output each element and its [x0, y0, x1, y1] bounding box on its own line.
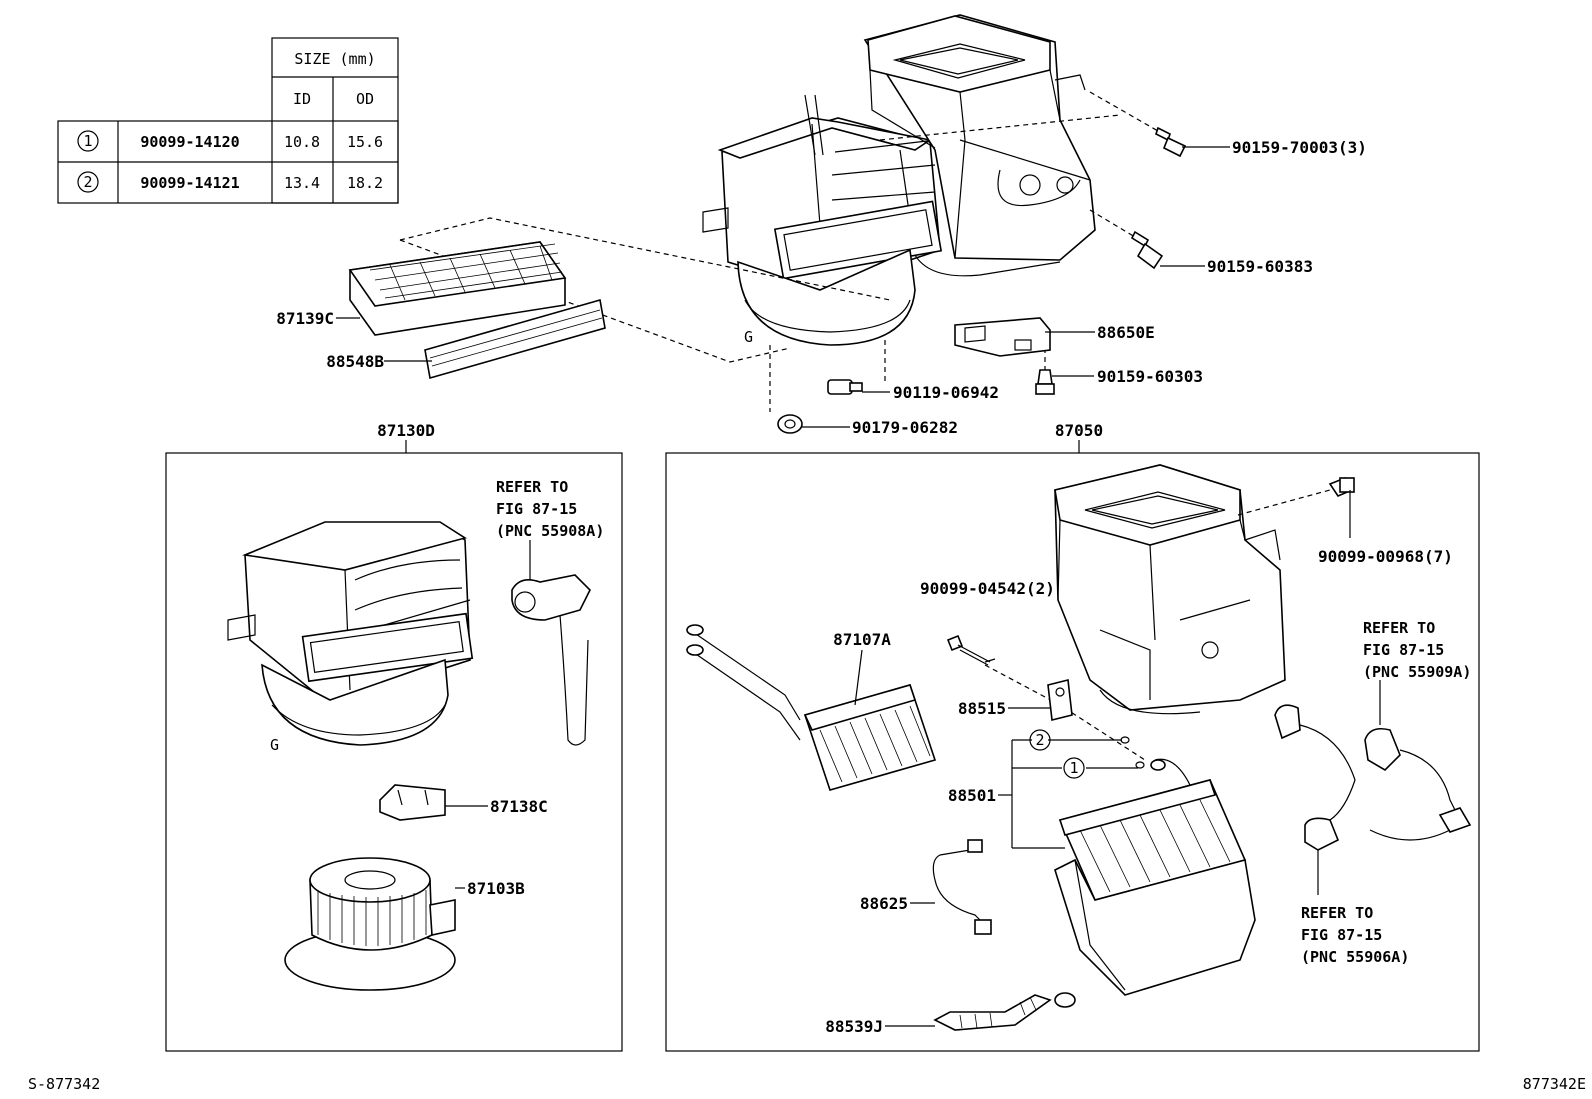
- refer-note-line1: REFER TO: [496, 478, 568, 496]
- refer-note-line1: REFER TO: [1363, 619, 1435, 637]
- screw-icon: [1035, 369, 1055, 395]
- refer-note-line3: (PNC 55908A): [496, 522, 604, 540]
- label-90179-06282: 90179-06282: [852, 418, 958, 437]
- label-90159-60383: 90159-60383: [1207, 257, 1313, 276]
- heater-case-box: [665, 452, 1480, 1052]
- heater-unit-assembly-drawing: G: [702, 14, 1096, 346]
- refer-note-55906a: REFER TO FIG 87-15 (PNC 55906A): [1301, 904, 1409, 966]
- footer-left-code: S-877342: [28, 1075, 100, 1093]
- screw-icon: [946, 634, 991, 666]
- bolt-icon: [1130, 230, 1164, 270]
- refer-note-line2: FIG 87-15: [496, 500, 577, 518]
- size-table-row2-od: 18.2: [347, 174, 383, 192]
- label-90159-60303: 90159-60303: [1097, 367, 1203, 386]
- refer-note-line1: REFER TO: [1301, 904, 1373, 922]
- label-90159-70003: 90159-70003(3): [1232, 138, 1367, 157]
- filter-frame-88548b-drawing: [424, 298, 606, 380]
- mark-2: 2: [1035, 731, 1044, 749]
- circle-mark-icon: [1029, 729, 1051, 751]
- g-mark-text: G: [270, 736, 279, 754]
- label-87050: 87050: [1055, 421, 1103, 440]
- label-90099-04542: 90099-04542(2): [920, 579, 1055, 598]
- blower-unit-drawing: G: [227, 521, 474, 754]
- label-90119-06942: 90119-06942: [893, 383, 999, 402]
- circle-mark-icon: [77, 171, 99, 193]
- refer-note-55909a: REFER TO FIG 87-15 (PNC 55909A): [1363, 619, 1471, 681]
- label-88539j: 88539J: [825, 1017, 883, 1036]
- servo-motor-55906a-drawing: [1274, 704, 1356, 895]
- label-87107a: 87107A: [833, 630, 891, 649]
- label-88548b: 88548B: [326, 352, 384, 371]
- sensor-88625-drawing: [932, 839, 992, 935]
- label-87103b: 87103B: [467, 879, 525, 898]
- screw-icon-group-right: [946, 477, 1355, 666]
- size-table-col-id: ID: [293, 90, 311, 108]
- refer-note-line3: (PNC 55906A): [1301, 948, 1409, 966]
- blower-motor-87103b-drawing: [284, 857, 456, 991]
- g-mark-text: G: [744, 328, 753, 346]
- evaporator-88501-drawing: [1058, 736, 1247, 901]
- refer-note-line3: (PNC 55909A): [1363, 663, 1471, 681]
- grommet-icon: [777, 414, 803, 434]
- module-88650e-drawing: [954, 317, 1051, 357]
- expansion-valve-88515-drawing: [1047, 679, 1073, 721]
- filter-87139c-drawing: [348, 241, 567, 336]
- label-88625: 88625: [860, 894, 908, 913]
- blower-assembly-box: [165, 452, 623, 1052]
- heater-core-87107a-drawing: [686, 624, 937, 791]
- screw-icon: [1328, 477, 1355, 497]
- bolt-icon: [827, 379, 863, 395]
- resistor-87138c-drawing: [379, 784, 446, 821]
- size-table-row2-part: 90099-14121: [140, 174, 239, 192]
- mark-1: 1: [1069, 759, 1078, 777]
- refer-note-line2: FIG 87-15: [1301, 926, 1382, 944]
- servo-motor-55909a-drawing: [1364, 680, 1472, 841]
- label-90099-00968: 90099-00968(7): [1318, 547, 1453, 566]
- label-88501: 88501: [948, 786, 996, 805]
- label-88515: 88515: [958, 699, 1006, 718]
- size-table-row1-part: 90099-14120: [140, 133, 239, 151]
- lower-case-drawing: [1054, 858, 1256, 996]
- refer-note-55908a: REFER TO FIG 87-15 (PNC 55908A): [496, 478, 604, 540]
- size-table-row2-id: 13.4: [284, 174, 320, 192]
- size-table-header: SIZE (mm): [294, 50, 375, 68]
- label-leader-lines: [336, 146, 1351, 1027]
- bolt-icon: [1155, 126, 1187, 158]
- size-table-row1-id: 10.8: [284, 133, 320, 151]
- drain-hose-88539j-drawing: [933, 992, 1076, 1031]
- size-table: SIZE (mm) ID OD 1 90099-14120 10.8 15.6 …: [57, 37, 399, 204]
- size-table-row1-mark: 1: [83, 132, 92, 150]
- heater-case-drawing: [1054, 464, 1286, 715]
- label-87130d: 87130D: [377, 421, 435, 440]
- label-88650e: 88650E: [1097, 323, 1155, 342]
- label-87138c: 87138C: [490, 797, 548, 816]
- label-87139c: 87139C: [276, 309, 334, 328]
- servo-motor-55908a-drawing: [511, 540, 591, 746]
- bolt-icon-group-top: [777, 126, 1187, 434]
- part-labels: 90159-70003(3) 90159-60383 88650E 90159-…: [276, 138, 1453, 1036]
- circle-mark-icon: [1063, 757, 1085, 779]
- circle-mark-icon: [77, 130, 99, 152]
- size-table-col-od: OD: [356, 90, 374, 108]
- footer-right-code: 877342E: [1523, 1075, 1586, 1093]
- size-table-row1-od: 15.6: [347, 133, 383, 151]
- refer-note-line2: FIG 87-15: [1363, 641, 1444, 659]
- size-table-row2-mark: 2: [83, 173, 92, 191]
